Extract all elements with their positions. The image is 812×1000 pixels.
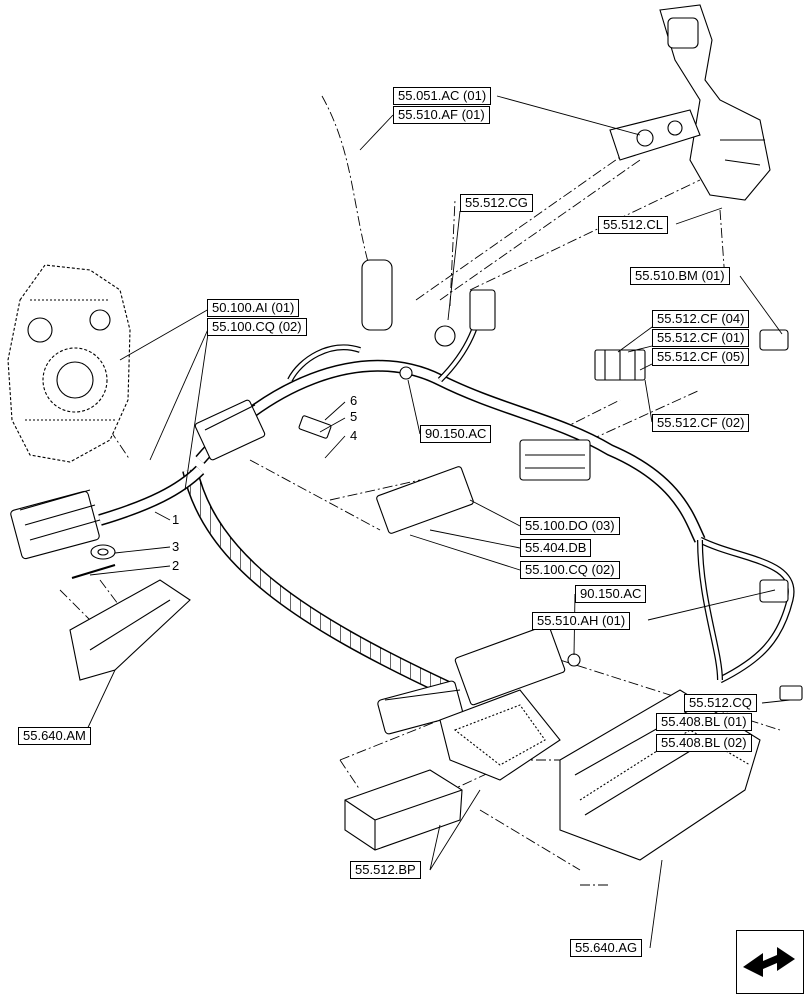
ref-55-100-cq-02-top[interactable]: 55.100.CQ (02): [207, 318, 307, 336]
ref-55-512-bp[interactable]: 55.512.BP: [350, 861, 421, 879]
reference-leaders: [83, 95, 791, 949]
ref-55-100-cq-02-mid[interactable]: 55.100.CQ (02): [520, 561, 620, 579]
ref-55-408-bl-01[interactable]: 55.408.BL (01): [656, 713, 752, 731]
ref-55-640-am[interactable]: 55.640.AM: [18, 727, 91, 745]
joystick-assembly: [609, 4, 771, 201]
ref-50-100-ai-01[interactable]: 50.100.AI (01): [207, 299, 300, 317]
ref-90-150-ac-top[interactable]: 90.150.AC: [420, 425, 492, 443]
ref-55-512-cf-02[interactable]: 55.512.CF (02): [652, 414, 750, 432]
connectors: [10, 259, 803, 735]
callout-5: 5: [350, 409, 358, 424]
callout-3: 3: [172, 539, 180, 554]
ref-55-512-cf-05[interactable]: 55.512.CF (05): [652, 348, 750, 366]
callout-1: 1: [172, 512, 180, 527]
ref-55-512-cf-01[interactable]: 55.512.CF (01): [652, 329, 750, 347]
pedal-and-bracket: [69, 544, 191, 681]
ref-55-510-bm-01[interactable]: 55.510.BM (01): [630, 267, 730, 285]
next-page-button[interactable]: [736, 930, 804, 994]
next-page-arrow-icon: [743, 947, 795, 977]
ref-55-512-cg[interactable]: 55.512.CG: [460, 194, 533, 212]
transmission-assembly: [7, 264, 131, 463]
ref-55-051-ac-01[interactable]: 55.051.AC (01): [393, 87, 492, 105]
ref-55-512-cl[interactable]: 55.512.CL: [598, 216, 668, 234]
main-harness: [98, 299, 795, 698]
callout-6: 6: [350, 393, 358, 408]
ref-55-408-bl-02[interactable]: 55.408.BL (02): [656, 734, 752, 752]
ref-55-510-ah-01[interactable]: 55.510.AH (01): [532, 612, 631, 630]
callout-4: 4: [350, 428, 358, 443]
ref-55-512-cq[interactable]: 55.512.CQ: [684, 694, 757, 712]
callout-2: 2: [172, 558, 180, 573]
ref-55-640-ag[interactable]: 55.640.AG: [570, 939, 643, 957]
control-modules: [344, 689, 761, 861]
ref-55-404-db[interactable]: 55.404.DB: [520, 539, 592, 557]
ref-90-150-ac-mid[interactable]: 90.150.AC: [575, 585, 647, 603]
ref-55-510-af-01[interactable]: 55.510.AF (01): [393, 106, 490, 124]
dashed-leader-lines: [59, 95, 781, 886]
ref-55-100-do-03[interactable]: 55.100.DO (03): [520, 517, 620, 535]
ref-55-512-cf-04[interactable]: 55.512.CF (04): [652, 310, 750, 328]
